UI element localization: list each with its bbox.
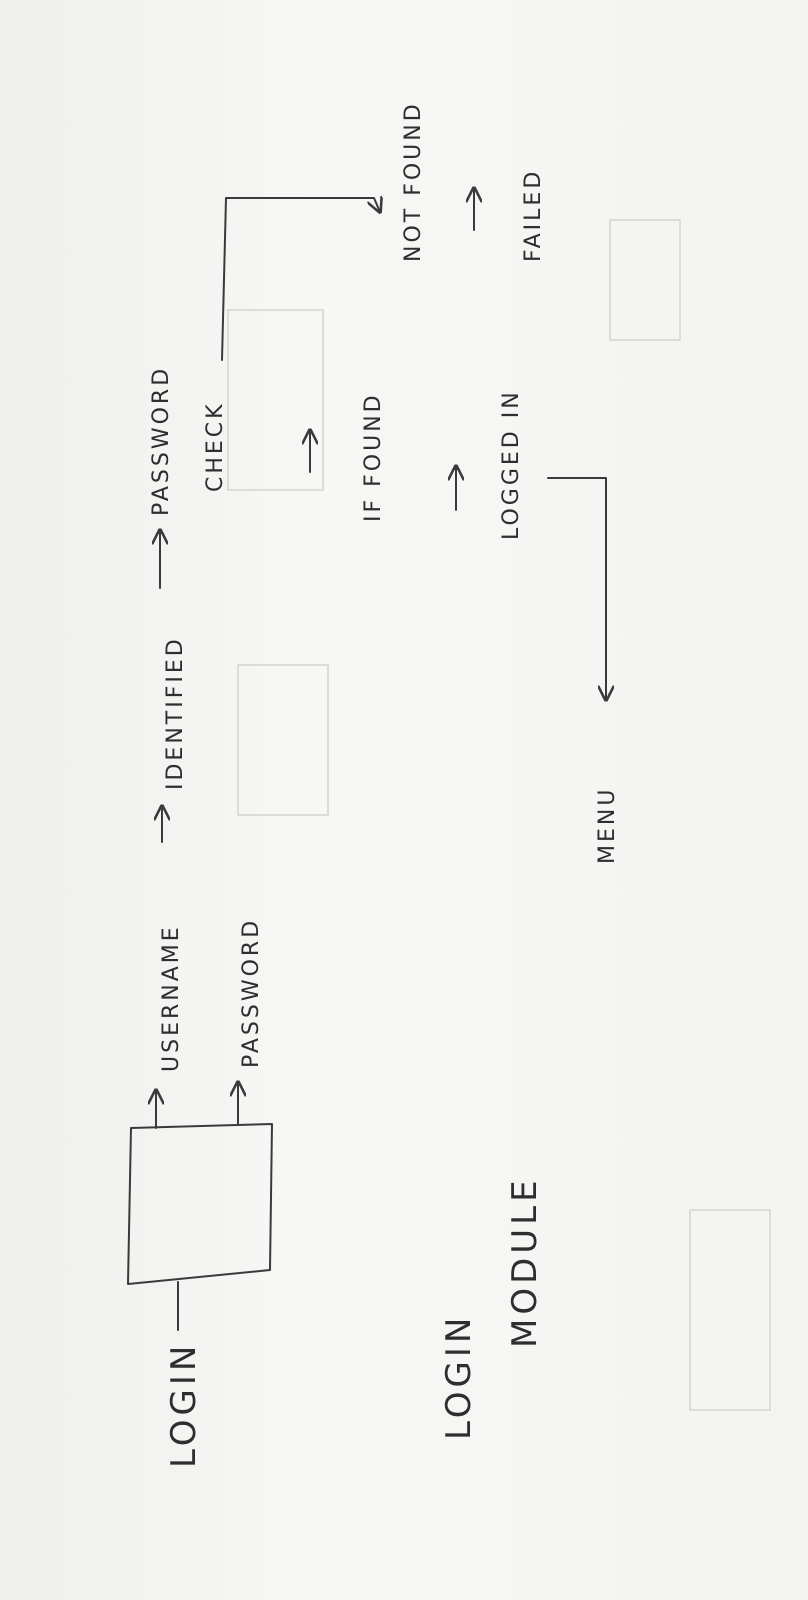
- failed-label: FAILED: [521, 169, 546, 262]
- module-title-line1: LOGIN: [439, 1314, 479, 1440]
- login-label: LOGIN: [164, 1342, 204, 1468]
- bleed-through-marks: [227, 219, 771, 1411]
- password-input-label: PASSWORD: [239, 918, 264, 1068]
- menu-label: MENU: [595, 787, 620, 864]
- password-check-label-line1: PASSWORD: [149, 366, 174, 516]
- login-box: [127, 1123, 273, 1285]
- password-check-label-line2: CHECK: [203, 401, 228, 492]
- logged-in-to-menu-line: [547, 477, 606, 700]
- if-found-label: IF FOUND: [361, 392, 386, 522]
- username-label: USERNAME: [159, 924, 184, 1072]
- identified-label: IDENTIFIED: [163, 636, 188, 790]
- module-title-line2: MODULE: [505, 1176, 545, 1348]
- not-found-label: NOT FOUND: [401, 101, 426, 262]
- logged-in-label: LOGGED IN: [499, 389, 524, 540]
- not-found-branch-line: [221, 198, 380, 361]
